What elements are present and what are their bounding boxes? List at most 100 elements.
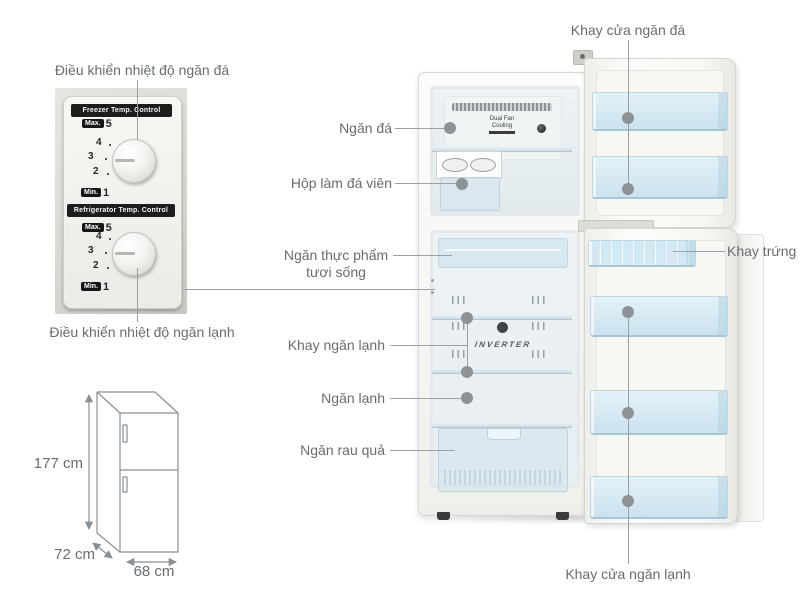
vegetable-drawer-ribs — [444, 470, 562, 485]
dimension-drawing: 177 cm 72 cm 68 cm — [34, 391, 179, 580]
leader-ice-box — [395, 183, 457, 184]
scale-tick — [109, 144, 111, 146]
leader-vegetable-drawer — [390, 450, 455, 451]
cabinet-side-panel — [734, 234, 764, 522]
upper-door-handle — [122, 424, 128, 443]
marker-fridge-door-tray-3 — [622, 495, 634, 507]
marker-freezer-compartment — [444, 122, 456, 134]
fridge-shelf-middle — [432, 368, 572, 374]
fridge-door-bin-1 — [590, 296, 728, 337]
depth-dimension: 72 cm — [54, 546, 95, 563]
fresh-food-tray-rail — [445, 249, 561, 251]
leader-egg-tray — [673, 251, 725, 252]
freezer-max-row: Max.5 — [82, 114, 112, 132]
vent-dashes — [452, 322, 468, 330]
inverter-badge-icon — [497, 322, 508, 333]
ice-storage-bin — [440, 177, 500, 211]
fresh-food-line2: tươi sống — [306, 264, 366, 280]
callout-freezer-door-tray: Khay cửa ngăn đá — [570, 22, 686, 38]
fridge-shelf-lower — [432, 422, 572, 428]
vent-dashes — [452, 350, 468, 358]
freezer-min-row: Min.1 — [81, 183, 109, 201]
dual-fan-text-line2: Cooling — [491, 123, 513, 129]
fridge-shelf-upper — [432, 314, 572, 320]
vent-dashes — [532, 296, 548, 304]
dual-fan-bar — [489, 131, 515, 134]
callout-ice-box: Hộp làm đá viên — [290, 175, 392, 191]
dual-fan-text-line1: Dual Fan — [489, 116, 515, 122]
freezer-door-bin-2 — [592, 156, 728, 199]
leader-freezer-compartment — [395, 128, 447, 129]
freezer-scale-4: 4 — [96, 137, 102, 148]
marker-ice-box — [456, 178, 468, 190]
freezer-door-bin-1 — [592, 92, 728, 131]
scale-tick — [107, 267, 109, 269]
callout-fridge-temp-control: Điều khiển nhiệt độ ngăn lạnh — [49, 324, 235, 340]
max-badge: Max. — [82, 223, 104, 232]
scale-tick — [109, 238, 111, 240]
min-value: 1 — [103, 281, 110, 293]
refrigerator-min-row: Min.1 — [81, 277, 109, 295]
freezer-dial — [537, 124, 546, 133]
callout-egg-tray: Khay trứng — [727, 243, 797, 259]
fresh-food-tray — [438, 238, 568, 268]
vent-dashes — [532, 350, 548, 358]
refrigerator-knob-indicator — [115, 252, 135, 255]
leader-fridge-door-tray — [628, 312, 629, 564]
max-value: 5 — [105, 222, 112, 234]
refrigerator-max-row: Max.5 — [82, 218, 112, 236]
egg-tray-bin — [588, 240, 696, 267]
vent-dashes — [452, 296, 468, 304]
min-value: 1 — [103, 187, 110, 199]
scale-tick — [105, 252, 107, 254]
lower-door-handle — [122, 476, 128, 493]
freezer-vent-grille — [452, 103, 552, 111]
marker-fridge-door-tray-2 — [622, 407, 634, 419]
max-value: 5 — [105, 118, 112, 130]
refrigerator-scale-2: 2 — [93, 260, 99, 271]
fresh-food-line1: Ngăn thực phẩm — [283, 247, 389, 263]
refrigerator-scale-4: 4 — [96, 231, 102, 242]
leader-panel-to-fridge — [185, 289, 435, 290]
dimension-arrows — [84, 393, 178, 567]
freezer-knob — [112, 139, 156, 183]
hinge-screw — [431, 279, 434, 282]
scale-tick — [105, 158, 107, 160]
freezer-scale-3: 3 — [88, 151, 94, 162]
scale-tick — [107, 173, 109, 175]
leader-fresh-food — [393, 255, 452, 256]
dual-fan-label: Dual Fan Cooling — [462, 116, 542, 138]
min-badge: Min. — [81, 188, 101, 197]
freezer-scale-2: 2 — [93, 166, 99, 177]
callout-freezer-temp-control: Điều khiển nhiệt độ ngăn đá — [54, 62, 230, 78]
vegetable-drawer — [438, 428, 568, 492]
fridge-foot — [556, 512, 569, 520]
callout-vegetable-drawer: Ngăn rau quả — [300, 442, 385, 458]
callout-fridge-shelf: Khay ngăn lạnh — [287, 337, 385, 353]
freezer-control-header: Freezer Temp. Control — [71, 104, 172, 117]
control-panel-body — [63, 96, 182, 309]
max-badge: Max. — [82, 119, 104, 128]
leader-fridge-temp — [137, 268, 138, 322]
callout-fridge-door-tray: Khay cửa ngăn lạnh — [565, 566, 691, 582]
marker-fridge-shelf-lower — [461, 366, 473, 378]
min-badge: Min. — [81, 282, 101, 291]
freezer-shelf — [432, 146, 572, 152]
ice-tray-right-cup — [470, 158, 496, 172]
callout-fresh-food: Ngăn thực phẩm tươi sống — [266, 247, 406, 281]
ice-twist-tray — [436, 151, 502, 179]
marker-fridge-compartment — [461, 392, 473, 404]
refrigerator-scale-3: 3 — [88, 245, 94, 256]
fridge-door-recess — [596, 240, 726, 514]
fridge-door-bin-2 — [590, 390, 728, 435]
leader-fridge-shelf — [390, 345, 467, 346]
width-dimension: 68 cm — [134, 563, 175, 580]
vent-dashes — [532, 322, 548, 330]
callout-freezer-compartment: Ngăn đá — [339, 120, 392, 136]
control-panel-photo: Freezer Temp. Control Max.5 4 3 2 Min.1 … — [55, 88, 187, 314]
refrigerator-knob — [112, 232, 156, 276]
fridge-outline — [96, 391, 179, 553]
